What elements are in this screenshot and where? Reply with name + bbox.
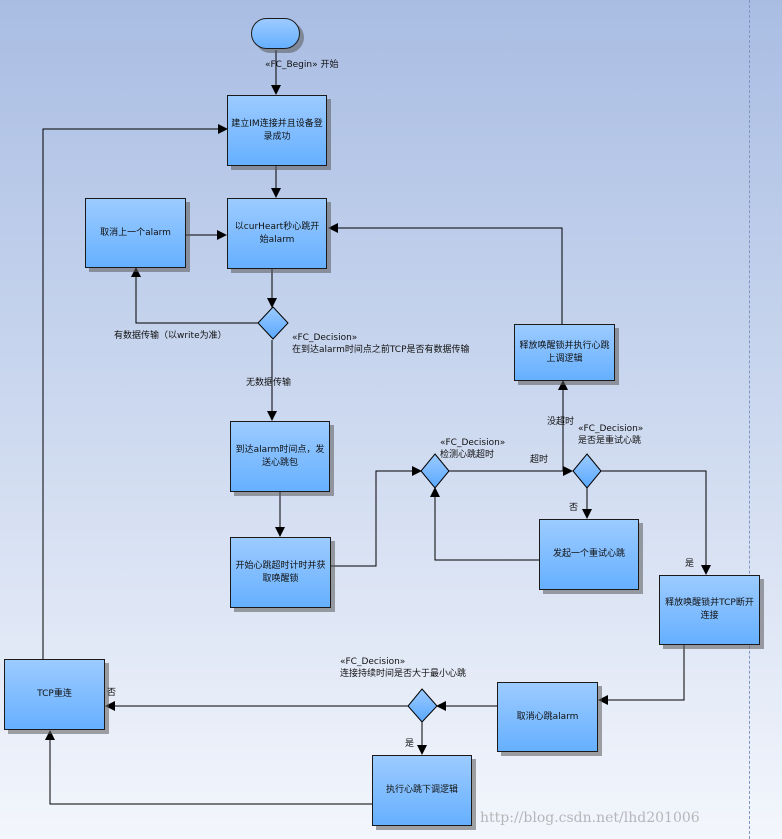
d1-stereotype: «FC_Decision» [292, 333, 358, 343]
edge-timer-d2 [331, 466, 422, 567]
edge-retry-d2 [430, 487, 539, 561]
d3-stereotype: «FC_Decision» [578, 424, 644, 434]
tcp-reconnect-node[interactable]: TCP重连 [4, 659, 105, 730]
decision-heartbeat-timeout [420, 453, 450, 489]
cancel-prev-alarm-node[interactable]: 取消上一个alarm [85, 198, 186, 268]
has-data-label: 有数据传输（以write为准） [114, 331, 227, 341]
decision-duration [407, 688, 438, 723]
edge-d1-cancel [131, 267, 258, 324]
swimlane-divider [749, 0, 750, 839]
edge-d3-disconnect [600, 470, 711, 575]
edge-release-alarm [328, 223, 563, 324]
edge-disconnect-cancel [598, 645, 685, 705]
d4-yes-label: 是 [405, 739, 415, 749]
start-node[interactable] [251, 18, 300, 49]
send-heartbeat-node[interactable]: 到达alarm时间点，发送心跳包 [230, 421, 330, 492]
d2-text: 检测心跳超时 [440, 450, 495, 460]
edge-down-tcp [45, 730, 372, 805]
decision-data-transfer [257, 306, 289, 340]
d3-no-label: 否 [569, 503, 579, 513]
timeout-label: 超时 [530, 455, 549, 465]
heartbeat-alarm-node[interactable]: 以curHeart秒心跳开始alarm [227, 198, 327, 269]
edge-tcp-connect [42, 124, 228, 659]
d4-no-label: 否 [107, 688, 117, 698]
d3-yes-label: 是 [685, 559, 695, 569]
watermark: http://blog.csdn.net/lhd201006 [480, 810, 700, 826]
d4-text: 连接持续时间是否大于最小心跳 [340, 669, 467, 679]
connect-node[interactable]: 建立IM连接并且设备登录成功 [227, 95, 327, 166]
retry-node[interactable]: 发起一个重试心跳 [539, 519, 639, 590]
d2-stereotype: «FC_Decision» [440, 438, 506, 448]
cancel-alarm-node[interactable]: 取消心跳alarm [497, 682, 598, 752]
begin-label: «FC_Begin» 开始 [265, 60, 339, 70]
no-timeout-label: 没超时 [547, 417, 575, 427]
d4-stereotype: «FC_Decision» [340, 657, 406, 667]
down-logic-node[interactable]: 执行心跳下调逻辑 [372, 755, 472, 826]
release-up-node[interactable]: 释放唤醒锁并执行心跳上调逻辑 [514, 324, 615, 381]
d1-text: 在到达alarm时间点之前TCP是否有数据传输 [292, 345, 470, 355]
d3-text: 是否是重试心跳 [578, 436, 642, 446]
start-timer-node[interactable]: 开始心跳超时计时并获取唤醒锁 [230, 537, 331, 608]
decision-is-retry [572, 453, 602, 489]
release-disconnect-node[interactable]: 释放唤醒锁并TCP断开连接 [659, 575, 760, 645]
no-data-label: 无数据传输 [246, 378, 292, 388]
